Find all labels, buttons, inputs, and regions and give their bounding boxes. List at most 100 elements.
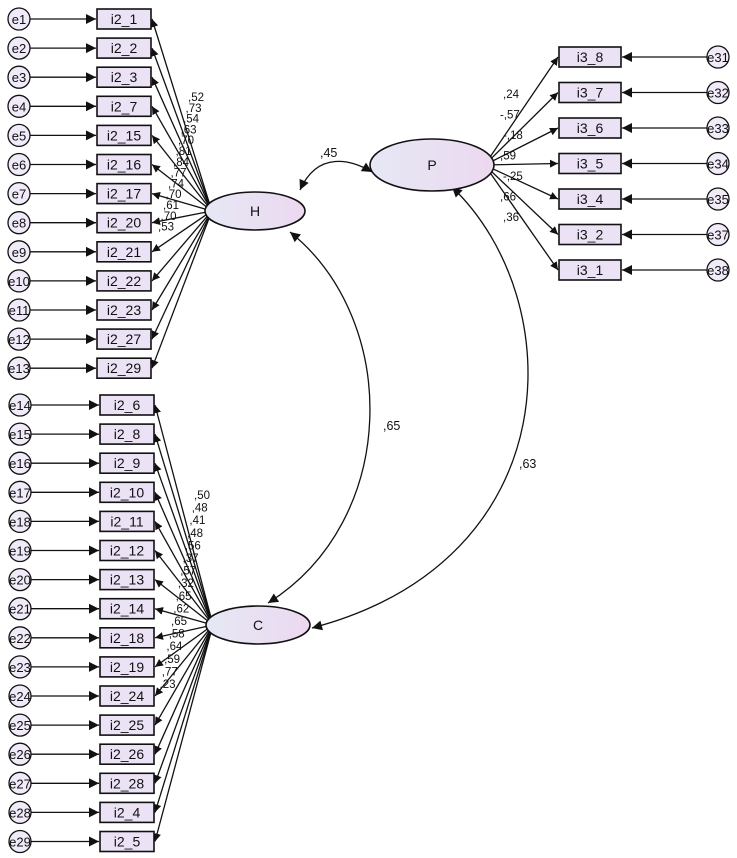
indicator-label-i2-29: i2_29 [107, 360, 141, 376]
error-term-e12 [7, 327, 31, 351]
indicator-i2-11 [99, 510, 155, 533]
error-term-e4 [7, 94, 31, 118]
error-label-e34: e34 [707, 157, 729, 172]
loading-arrow-i3-2 [488, 168, 559, 235]
error-term-e5 [7, 123, 31, 148]
loading-value-i2-26: ,64 [166, 641, 183, 653]
error-label-e20: e20 [9, 573, 31, 588]
indicator-i2-22 [96, 270, 152, 292]
indicator-i3-6 [558, 117, 622, 139]
indicator-label-i2-16: i2_16 [107, 157, 141, 173]
error-label-e11: e11 [9, 303, 30, 318]
error-term-e2 [7, 36, 31, 60]
indicator-i2-8 [99, 423, 155, 445]
loading-arrow-i2-3 [151, 76, 211, 208]
indicator-i2-6 [99, 394, 155, 416]
covariance-arc-p-c [311, 186, 529, 631]
error-term-e3 [7, 65, 31, 89]
indicator-i2-15 [96, 124, 152, 147]
error-label-e28: e28 [9, 805, 31, 820]
loading-arrow-i2-27 [151, 214, 211, 340]
error-label-e32: e32 [707, 86, 729, 101]
indicator-label-i2-9: i2_9 [114, 455, 141, 471]
error-label-e26: e26 [9, 747, 31, 762]
indicator-i2-14 [99, 597, 155, 620]
loading-arrow-i2-14 [154, 607, 212, 626]
loading-arrow-i2-9 [153, 462, 212, 621]
error-label-e12: e12 [8, 332, 30, 347]
indicator-label-i3-5: i3_5 [577, 156, 604, 172]
error-term-e1 [7, 7, 31, 31]
error-term-e31 [706, 45, 730, 69]
error-label-e3: e3 [12, 70, 26, 85]
loading-value-i2-25: ,58 [169, 629, 185, 641]
loading-arrow-i2-19 [154, 625, 212, 668]
error-term-e9 [7, 240, 31, 264]
error-term-e8 [7, 211, 31, 235]
loading-arrow-i2-29 [151, 215, 211, 369]
loading-arrow-i2-21 [151, 211, 211, 253]
indicator-label-i2-28: i2_28 [110, 775, 144, 791]
loading-value-i2-24: ,65 [171, 616, 187, 628]
error-term-e18 [8, 509, 32, 534]
indicator-label-i2-12: i2_12 [110, 543, 144, 559]
indicator-i2-19 [99, 656, 155, 678]
indicator-i2-16 [96, 153, 152, 176]
loading-arrow-i2-20 [151, 210, 211, 226]
error-label-e21: e21 [9, 602, 31, 617]
error-label-e22: e22 [9, 631, 31, 646]
indicator-i2-3 [96, 66, 152, 88]
error-term-e34 [706, 151, 730, 176]
loading-value-i2-14: ,32 [178, 578, 194, 590]
indicator-label-i2-15: i2_15 [107, 127, 141, 143]
loading-arrow-i2-17 [151, 191, 211, 212]
indicator-label-i2-27: i2_27 [107, 331, 141, 347]
error-term-e23 [8, 655, 32, 679]
indicator-label-i2-6: i2_6 [114, 397, 141, 413]
error-label-e24: e24 [9, 689, 31, 704]
loading-value-i3-6: -,18 [503, 130, 523, 142]
loading-arrow-i3-8 [488, 56, 559, 159]
error-term-e29 [8, 829, 32, 854]
loading-value-i2-9: ,41 [189, 515, 205, 527]
loading-value-i2-27: ,70 [161, 211, 177, 223]
error-term-e7 [7, 181, 31, 206]
loading-value-i2-18: ,65 [176, 591, 192, 603]
loading-arrow-i2-1 [150, 18, 211, 206]
loading-value-i2-5: ,23 [160, 679, 176, 691]
error-term-e21 [8, 597, 32, 621]
covariance-arc-p-h [299, 160, 373, 191]
indicator-i2-4 [99, 801, 155, 824]
indicator-i3-2 [558, 223, 622, 246]
error-term-e37 [706, 222, 730, 247]
indicator-label-i3-2: i3_2 [577, 227, 604, 243]
indicator-label-i3-6: i3_6 [577, 120, 604, 136]
covariance-value-h-c: ,65 [383, 419, 400, 433]
loading-value-i2-2: ,73 [186, 103, 202, 115]
loading-arrow-i2-2 [151, 47, 211, 207]
loading-value-i3-1: ,36 [503, 212, 519, 224]
error-term-e17 [8, 480, 32, 504]
loading-arrow-i2-15 [151, 134, 211, 210]
loading-value-i2-4: ,77 [162, 666, 178, 678]
loading-value-i2-10: ,48 [187, 528, 203, 540]
latent-p [369, 138, 495, 192]
error-label-e9: e9 [12, 245, 26, 260]
error-label-e29: e29 [9, 835, 31, 850]
error-label-e38: e38 [707, 263, 729, 278]
error-term-e22 [8, 626, 32, 650]
latent-label-p: P [427, 157, 436, 173]
loading-value-i3-7: -,57 [500, 110, 520, 122]
indicator-label-i2-11: i2_11 [110, 513, 143, 529]
error-term-e19 [8, 538, 32, 563]
indicator-i3-5 [558, 152, 622, 175]
loading-value-i3-5: ,59 [500, 151, 516, 163]
loading-arrow-i2-11 [154, 521, 212, 623]
loading-value-i2-7: ,63 [181, 124, 197, 136]
error-term-e16 [8, 451, 32, 475]
indicator-label-i2-14: i2_14 [110, 601, 144, 617]
loading-arrow-i2-10 [154, 492, 212, 622]
indicator-label-i2-22: i2_22 [107, 273, 141, 289]
latent-h [204, 191, 306, 231]
error-label-e23: e23 [9, 660, 31, 675]
